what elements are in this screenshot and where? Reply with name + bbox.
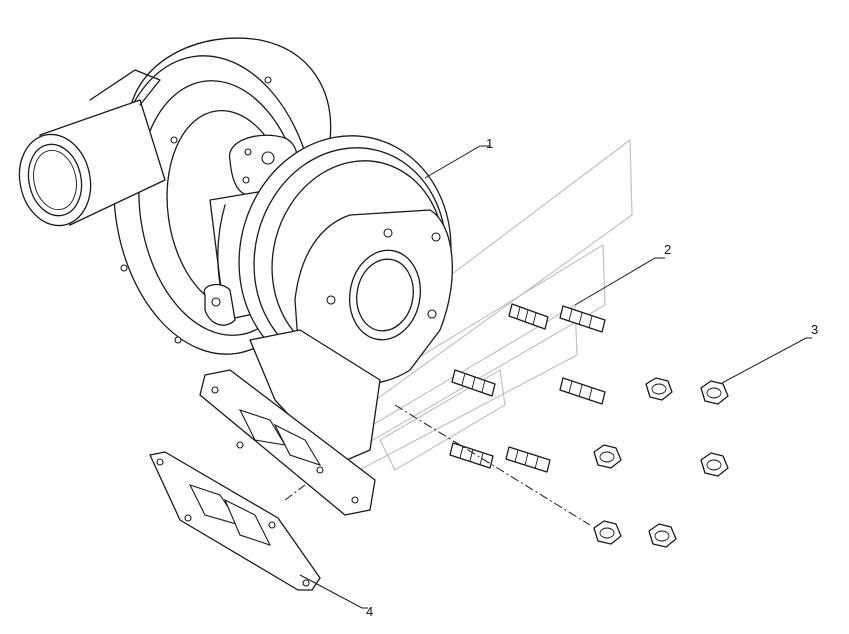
stud-lower-left — [449, 442, 494, 469]
nut-4 — [700, 452, 729, 477]
callout-4: 4 — [366, 604, 373, 619]
nuts — [593, 377, 729, 548]
turbine-mounting-flange — [199, 329, 381, 516]
leader-line-4 — [299, 574, 368, 609]
callout-2: 2 — [664, 242, 671, 257]
stud-upper-right — [559, 305, 606, 333]
nut-1 — [645, 377, 673, 401]
nut-5 — [593, 520, 622, 545]
nut-3 — [593, 444, 622, 469]
callout-3: 3 — [811, 322, 818, 337]
nut-6 — [648, 523, 677, 548]
gasket — [149, 451, 321, 591]
stud-middle-left — [451, 369, 496, 397]
nut-2 — [700, 380, 729, 405]
stud-upper-left — [508, 303, 549, 330]
leader-line-2 — [574, 257, 665, 306]
callout-1: 1 — [486, 136, 493, 151]
stud-middle-right — [559, 377, 606, 405]
studs — [449, 303, 606, 473]
compressor-inlet — [18, 69, 166, 227]
leader-lines — [299, 145, 812, 609]
assembly-axis-line-1 — [284, 484, 306, 501]
turbine-housing — [238, 135, 453, 386]
stud-lower-right — [505, 446, 551, 473]
leader-line-1 — [424, 145, 490, 179]
leader-line-3 — [721, 337, 812, 384]
assembly-axis-line-2 — [394, 404, 591, 526]
